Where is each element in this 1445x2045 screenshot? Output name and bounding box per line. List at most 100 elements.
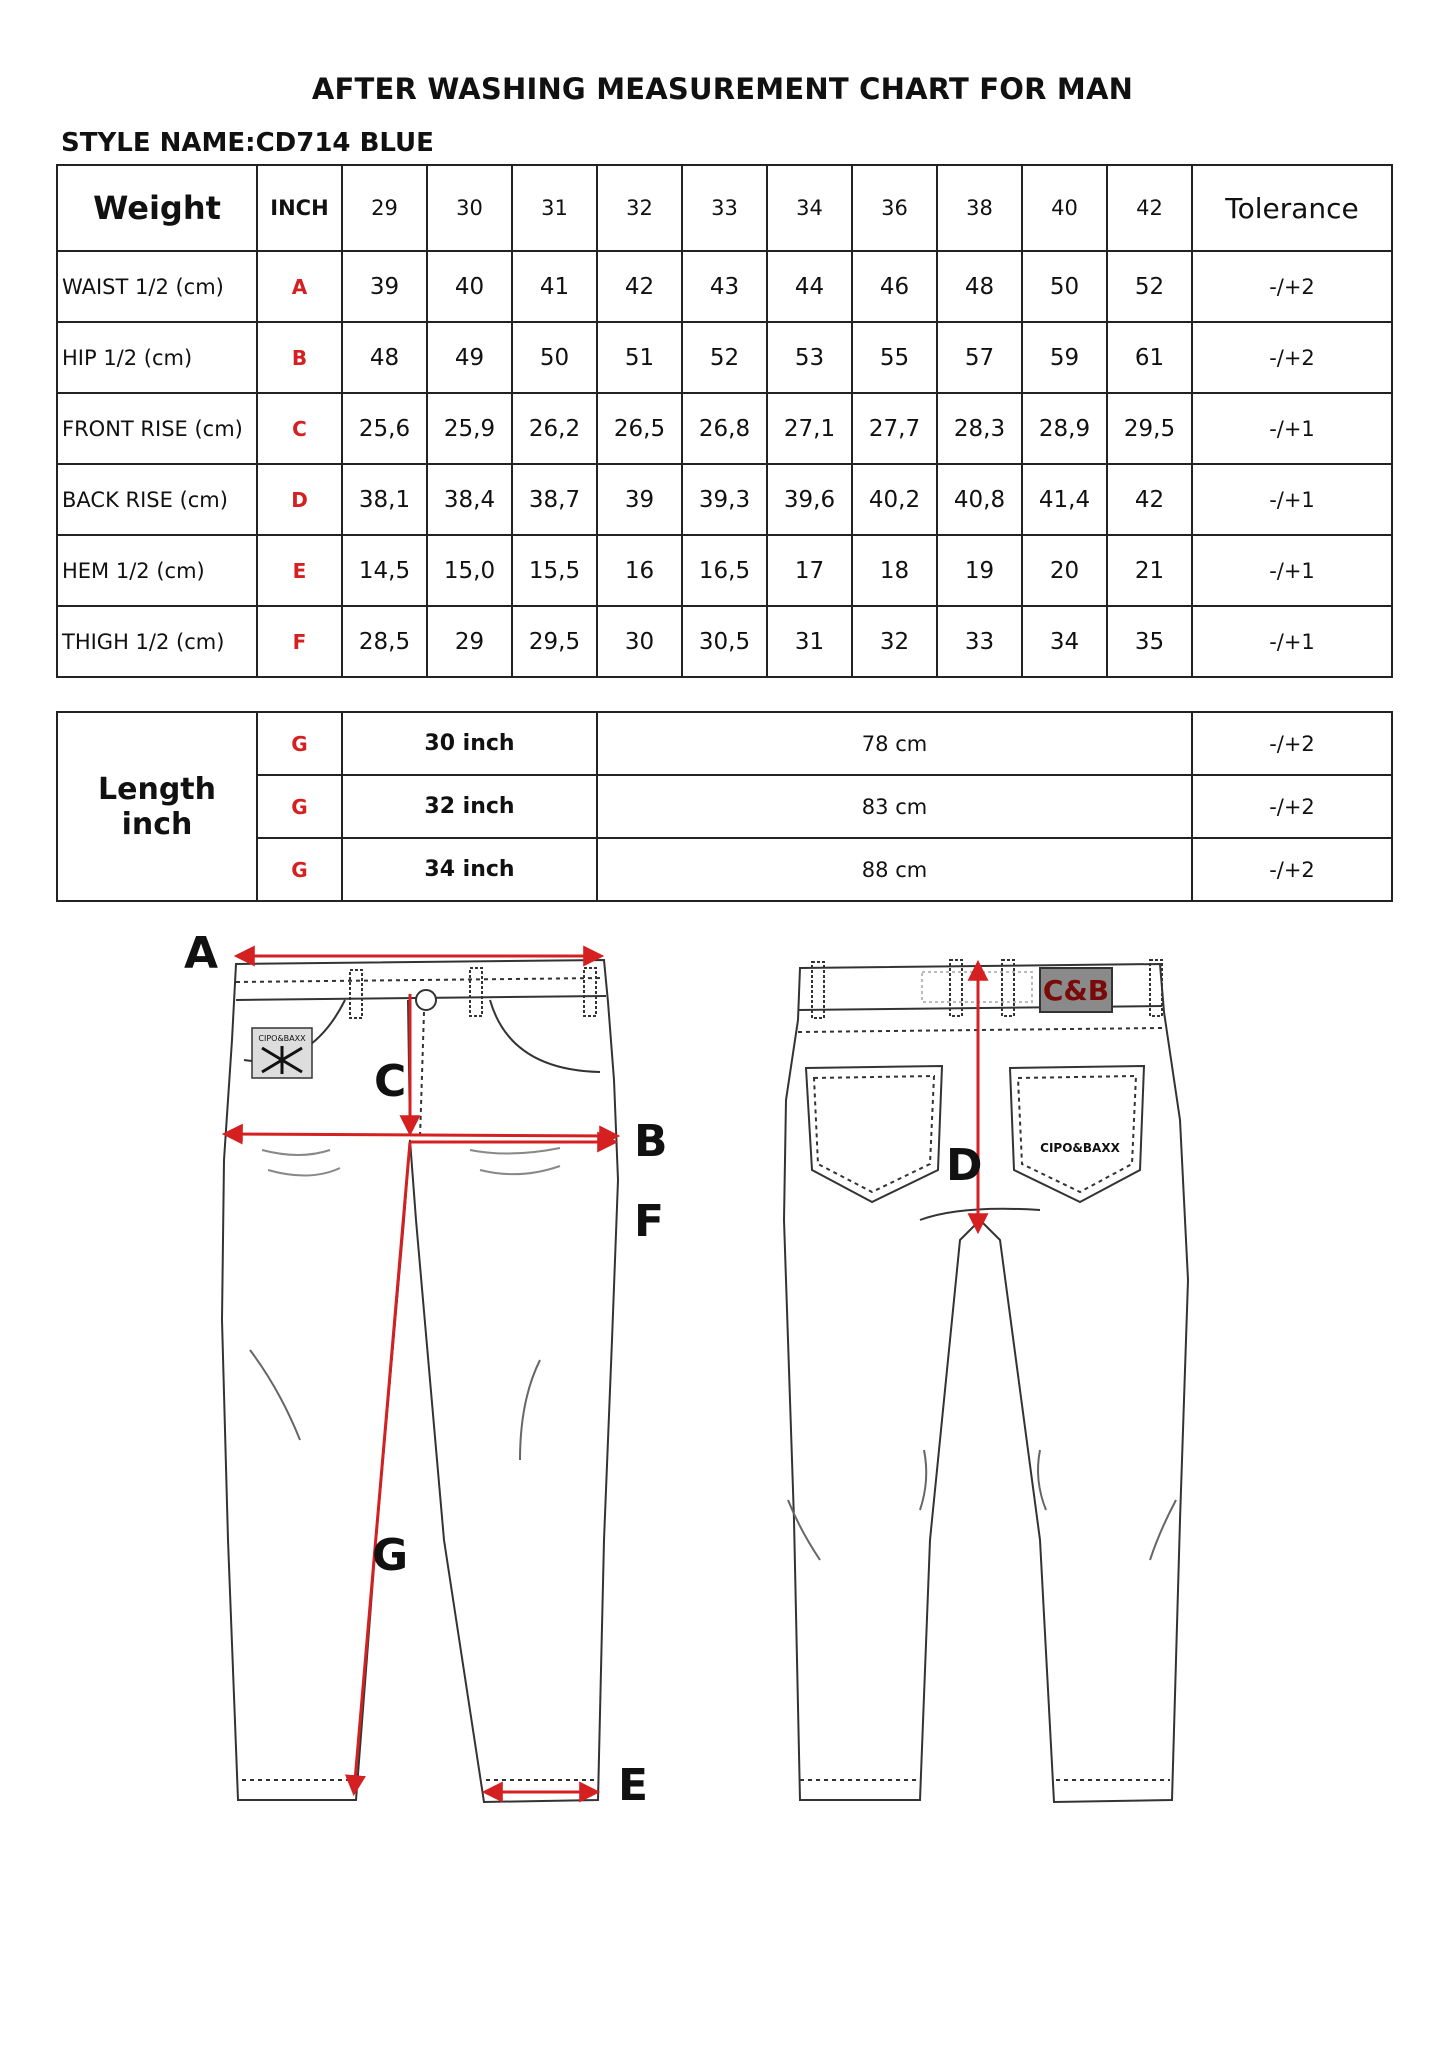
measurement-value: 28,5 [341, 605, 428, 678]
label-g: G [372, 1530, 408, 1581]
measurement-value: 29 [426, 605, 513, 678]
weight-header: Weight [56, 164, 258, 252]
label-e: E [618, 1760, 648, 1811]
measurement-value: 14,5 [341, 534, 428, 607]
measurement-value: 20 [1021, 534, 1108, 607]
measurement-tolerance: -/+1 [1191, 534, 1393, 607]
hip-line-b [221, 1123, 621, 1147]
measurement-code: E [256, 534, 343, 607]
length-inch: 34 inch [341, 837, 598, 902]
measurement-tolerance: -/+1 [1191, 463, 1393, 536]
label-c: C [374, 1056, 406, 1107]
measurement-value: 59 [1021, 321, 1108, 394]
measurement-value: 27,1 [766, 392, 853, 465]
measurement-value: 33 [936, 605, 1023, 678]
jeans-measurement-sketch: CIPO&BAXX A C B F G E [184, 928, 1190, 1811]
front-patch: CIPO&BAXX [251, 1027, 313, 1079]
length-label: Length inch [56, 711, 258, 902]
measurement-value: 15,0 [426, 534, 513, 607]
length-table: Length inch G 30 inch 78 cm -/+2 G 32 in… [56, 711, 1393, 902]
measurement-value: 52 [681, 321, 768, 394]
length-code: G [256, 711, 343, 776]
measurement-value: 27,7 [851, 392, 938, 465]
front-jeans-drawing [220, 958, 620, 1804]
measurement-value: 48 [341, 321, 428, 394]
measurement-value: 32 [851, 605, 938, 678]
measurement-value: 41,4 [1021, 463, 1108, 536]
length-row: Length inch G 30 inch 78 cm -/+2 [56, 711, 1393, 902]
measurement-value: 40 [426, 250, 513, 323]
measurement-value: 44 [766, 250, 853, 323]
measurement-tolerance: -/+2 [1191, 321, 1393, 394]
size-header: 29 [341, 164, 428, 252]
measurement-tolerance: -/+1 [1191, 392, 1393, 465]
back-badge: C&B [1039, 967, 1113, 1013]
tolerance-header: Tolerance [1191, 164, 1393, 252]
measurement-tolerance: -/+2 [1191, 250, 1393, 323]
length-inch: 32 inch [341, 774, 598, 839]
measurement-value: 39,6 [766, 463, 853, 536]
measurement-value: 19 [936, 534, 1023, 607]
measurement-value: 46 [851, 250, 938, 323]
page-title: AFTER WASHING MEASUREMENT CHART FOR MAN [311, 72, 1134, 106]
measurement-value: 30,5 [681, 605, 768, 678]
inch-header: INCH [256, 164, 343, 252]
measurement-value: 28,9 [1021, 392, 1108, 465]
size-header: 32 [596, 164, 683, 252]
measurement-value: 17 [766, 534, 853, 607]
length-tolerance: -/+2 [1191, 774, 1393, 839]
measurement-value: 53 [766, 321, 853, 394]
size-header: 34 [766, 164, 853, 252]
measurement-code: C [256, 392, 343, 465]
back-pocket-text: CIPO&BAXX [1040, 1141, 1120, 1155]
measurement-label: FRONT RISE (cm) [56, 392, 258, 465]
measurement-value: 39,3 [681, 463, 768, 536]
length-row: G 34 inch 88 cm -/+2 [57, 837, 1393, 902]
measurement-value: 40,8 [936, 463, 1023, 536]
size-header-row: Weight INCH 29 30 31 32 33 34 36 38 40 4… [56, 164, 1393, 252]
measurement-value: 43 [681, 250, 768, 323]
measurement-value: 29,5 [511, 605, 598, 678]
measurement-value: 52 [1106, 250, 1193, 323]
length-tolerance: -/+2 [1191, 837, 1393, 902]
measurement-value: 49 [426, 321, 513, 394]
measurement-value: 30 [596, 605, 683, 678]
size-header: 36 [851, 164, 938, 252]
size-chart-table: Weight INCH 29 30 31 32 33 34 36 38 40 4… [56, 164, 1393, 678]
measurement-value: 26,8 [681, 392, 768, 465]
length-cm: 88 cm [596, 837, 1193, 902]
length-row: G 32 inch 83 cm -/+2 [57, 774, 1393, 839]
measurement-code: D [256, 463, 343, 536]
length-tolerance: -/+2 [1191, 711, 1393, 776]
measurement-value: 34 [1021, 605, 1108, 678]
measurement-value: 35 [1106, 605, 1193, 678]
length-line-g [344, 1141, 412, 1797]
label-d: D [946, 1140, 983, 1191]
measurement-value: 55 [851, 321, 938, 394]
measurement-value: 29,5 [1106, 392, 1193, 465]
measurement-value: 38,7 [511, 463, 598, 536]
measurement-value: 42 [1106, 463, 1193, 536]
size-header: 42 [1106, 164, 1193, 252]
measurement-value: 25,6 [341, 392, 428, 465]
measurement-value: 50 [511, 321, 598, 394]
measurement-value: 50 [1021, 250, 1108, 323]
size-header: 38 [936, 164, 1023, 252]
measurement-value: 26,5 [596, 392, 683, 465]
measurement-value: 41 [511, 250, 598, 323]
measurement-value: 38,4 [426, 463, 513, 536]
back-jeans-drawing [782, 959, 1190, 1804]
measurement-label: WAIST 1/2 (cm) [56, 250, 258, 323]
measurement-code: F [256, 605, 343, 678]
measurement-value: 38,1 [341, 463, 428, 536]
length-cm: 83 cm [596, 774, 1193, 839]
length-cm: 78 cm [596, 711, 1193, 776]
style-name: STYLE NAME:CD714 BLUE [61, 128, 434, 158]
measurement-value: 31 [766, 605, 853, 678]
size-header: 40 [1021, 164, 1108, 252]
